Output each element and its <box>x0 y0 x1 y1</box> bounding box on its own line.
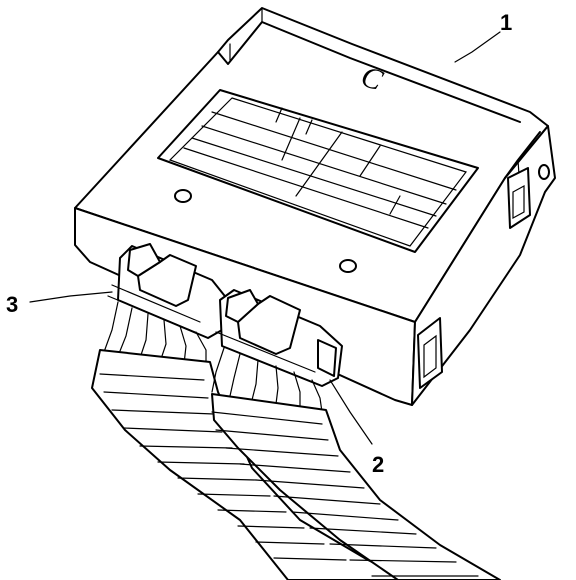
connector-right <box>215 289 343 387</box>
connector-left <box>107 243 229 339</box>
callout-2-label: 2 <box>372 452 384 477</box>
callout-3-leader <box>29 291 113 303</box>
callout-1-label: 1 <box>500 10 512 35</box>
label-plate <box>157 89 479 253</box>
callout-1-leader <box>454 31 501 63</box>
side-stud <box>538 164 550 180</box>
wire-harness-left <box>91 301 411 580</box>
callout-2-leader <box>329 379 373 445</box>
mounting-bump-left <box>174 189 192 203</box>
wire-harness-right <box>211 347 501 580</box>
mounting-bump-right <box>339 259 357 273</box>
callout-3-label: 3 <box>6 292 18 317</box>
